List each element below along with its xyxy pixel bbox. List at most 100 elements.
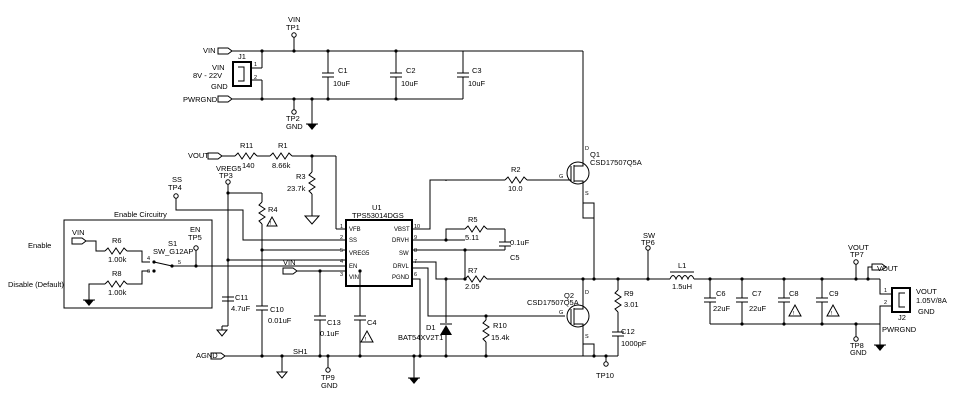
tp9-net: GND [321,381,338,390]
vin-port-label: VIN [203,46,216,55]
u1-vin-port-arrow [282,267,298,275]
q1-source-label: S [585,191,589,197]
r5-resistor [464,225,488,233]
disable-label: Disable (Default) [8,280,64,289]
feedback-section: VOUT R11 140 R1 8.66k R3 23.7k VREG5 TP3… [168,141,346,356]
c1-ref: C1 [338,66,348,75]
c4-warning-mark: ! [365,337,367,343]
u1-vin-port-label: VIN [283,258,296,267]
r9-ref: R9 [624,289,634,298]
enable-block: Enable Circuitry Enable Disable (Default… [8,210,346,309]
agnd-ground-icon [275,371,289,379]
u1-pinnum-10: 10 [414,224,420,230]
vout-port-arrow [871,263,887,271]
tp10-ref: TP10 [596,371,614,380]
s1-pin5: 5 [178,260,181,266]
s1-switch [153,261,173,267]
u1-ic: U1 TPS53014DGS VFB SS VREG5 EN VIN 1 2 5… [340,203,420,287]
u1-pin-vfb: VFB [349,227,361,233]
tp6-ref: TP6 [641,238,655,247]
u1-pinnum-6: 6 [414,272,417,278]
j2-label-gnd: GND [918,307,935,316]
c7-ref: C7 [752,289,762,298]
r3-resistor [308,171,316,195]
j1-label-gnd: GND [211,82,228,91]
c13-value: 0.1uF [320,329,340,338]
j2-pin2: 2 [884,300,887,306]
r5-value: 5.11 [465,233,479,242]
q1-ref: Q1 [590,150,600,159]
r6-value: 1.00k [108,255,127,264]
r6-resistor [104,247,128,255]
c1-value: 10uF [333,79,351,88]
q2-ref: Q2 [564,291,574,300]
q2-gate-label: G [559,310,563,316]
c7-value: 22uF [749,304,767,313]
r3-ref: R3 [296,172,306,181]
u1-pinnum-4: 4 [340,259,343,265]
j2-ref: J2 [898,313,906,322]
c8-ref: C8 [789,289,799,298]
d1-part: BAT54XV2T1 [398,333,443,342]
r10-ref: R10 [493,321,507,330]
j1-ref: J1 [238,52,246,61]
c10-ref: C10 [270,305,284,314]
tp1-ref: TP1 [286,23,300,32]
c12-value: 1000pF [621,339,647,348]
tp7-testpoint-icon [853,259,859,265]
tp7-ref: TP7 [850,250,864,259]
vout-fb-port-arrow [207,152,223,160]
u1-pinnum-3: 3 [340,272,343,278]
u1-pinnum-9: 9 [414,235,417,241]
r11-ref: R11 [240,141,253,150]
u1-pinnum-1: 1 [340,224,343,230]
c8-warning-mark: ! [793,311,795,317]
r7-ref: R7 [468,266,478,275]
tp6-net: SW [643,231,656,240]
tp1-testpoint-icon [291,32,297,38]
q2-mosfet [566,292,590,338]
r8-value: 1.00k [108,288,127,297]
tp7-net: VOUT [848,243,869,252]
c12-ref: C12 [621,327,635,336]
j1-pin1: 1 [254,62,257,68]
r6-ref: R6 [112,236,122,245]
u1-ref: U1 [372,203,382,212]
q2-source-label: S [585,334,589,340]
input-section: VIN PWRGND VIN TP1 J1 VIN 8V - 22V GND 1… [183,15,584,163]
u1-part: TPS53014DGS [352,211,404,220]
u1-body [345,219,413,287]
r3-value: 23.7k [287,184,306,193]
q1-gate-label: G [559,174,563,180]
q1-part: CSD17507Q5A [590,158,642,167]
enable-block-frame [63,219,213,309]
tp8-ref: TP8 [850,341,864,350]
c11-ground-icon [215,329,229,337]
u1-pin-vbst: VBST [394,227,410,233]
tp3-testpoint-icon [225,179,231,185]
r7-resistor [464,275,488,283]
u1-pinnum-5: 5 [340,248,343,254]
r4-ref: R4 [268,205,278,214]
c2-capacitor [390,51,402,99]
r4-resistor [258,201,266,225]
c13-ref: C13 [327,318,341,327]
r1-resistor [269,152,293,160]
c4-ref: C4 [367,318,377,327]
agnd-port-arrow [210,352,226,360]
c11-value: 4.7uF [231,304,251,313]
tp3-net: VREG5 [216,164,241,173]
output-ground-icon [873,344,887,352]
c9-ref: C9 [829,289,839,298]
r2-value: 10.0 [508,184,523,193]
s1-pin4: 4 [147,256,150,262]
vout-port-label: VOUT [877,264,898,273]
j2-pin1: 1 [884,288,887,294]
l1-ref: L1 [678,261,686,270]
q2-drain-label: D [585,290,589,296]
tp5-ref: TP5 [188,233,202,242]
r1-ref: R1 [278,141,288,150]
s1-ref: S1 [168,239,177,248]
r10-resistor [482,319,490,343]
